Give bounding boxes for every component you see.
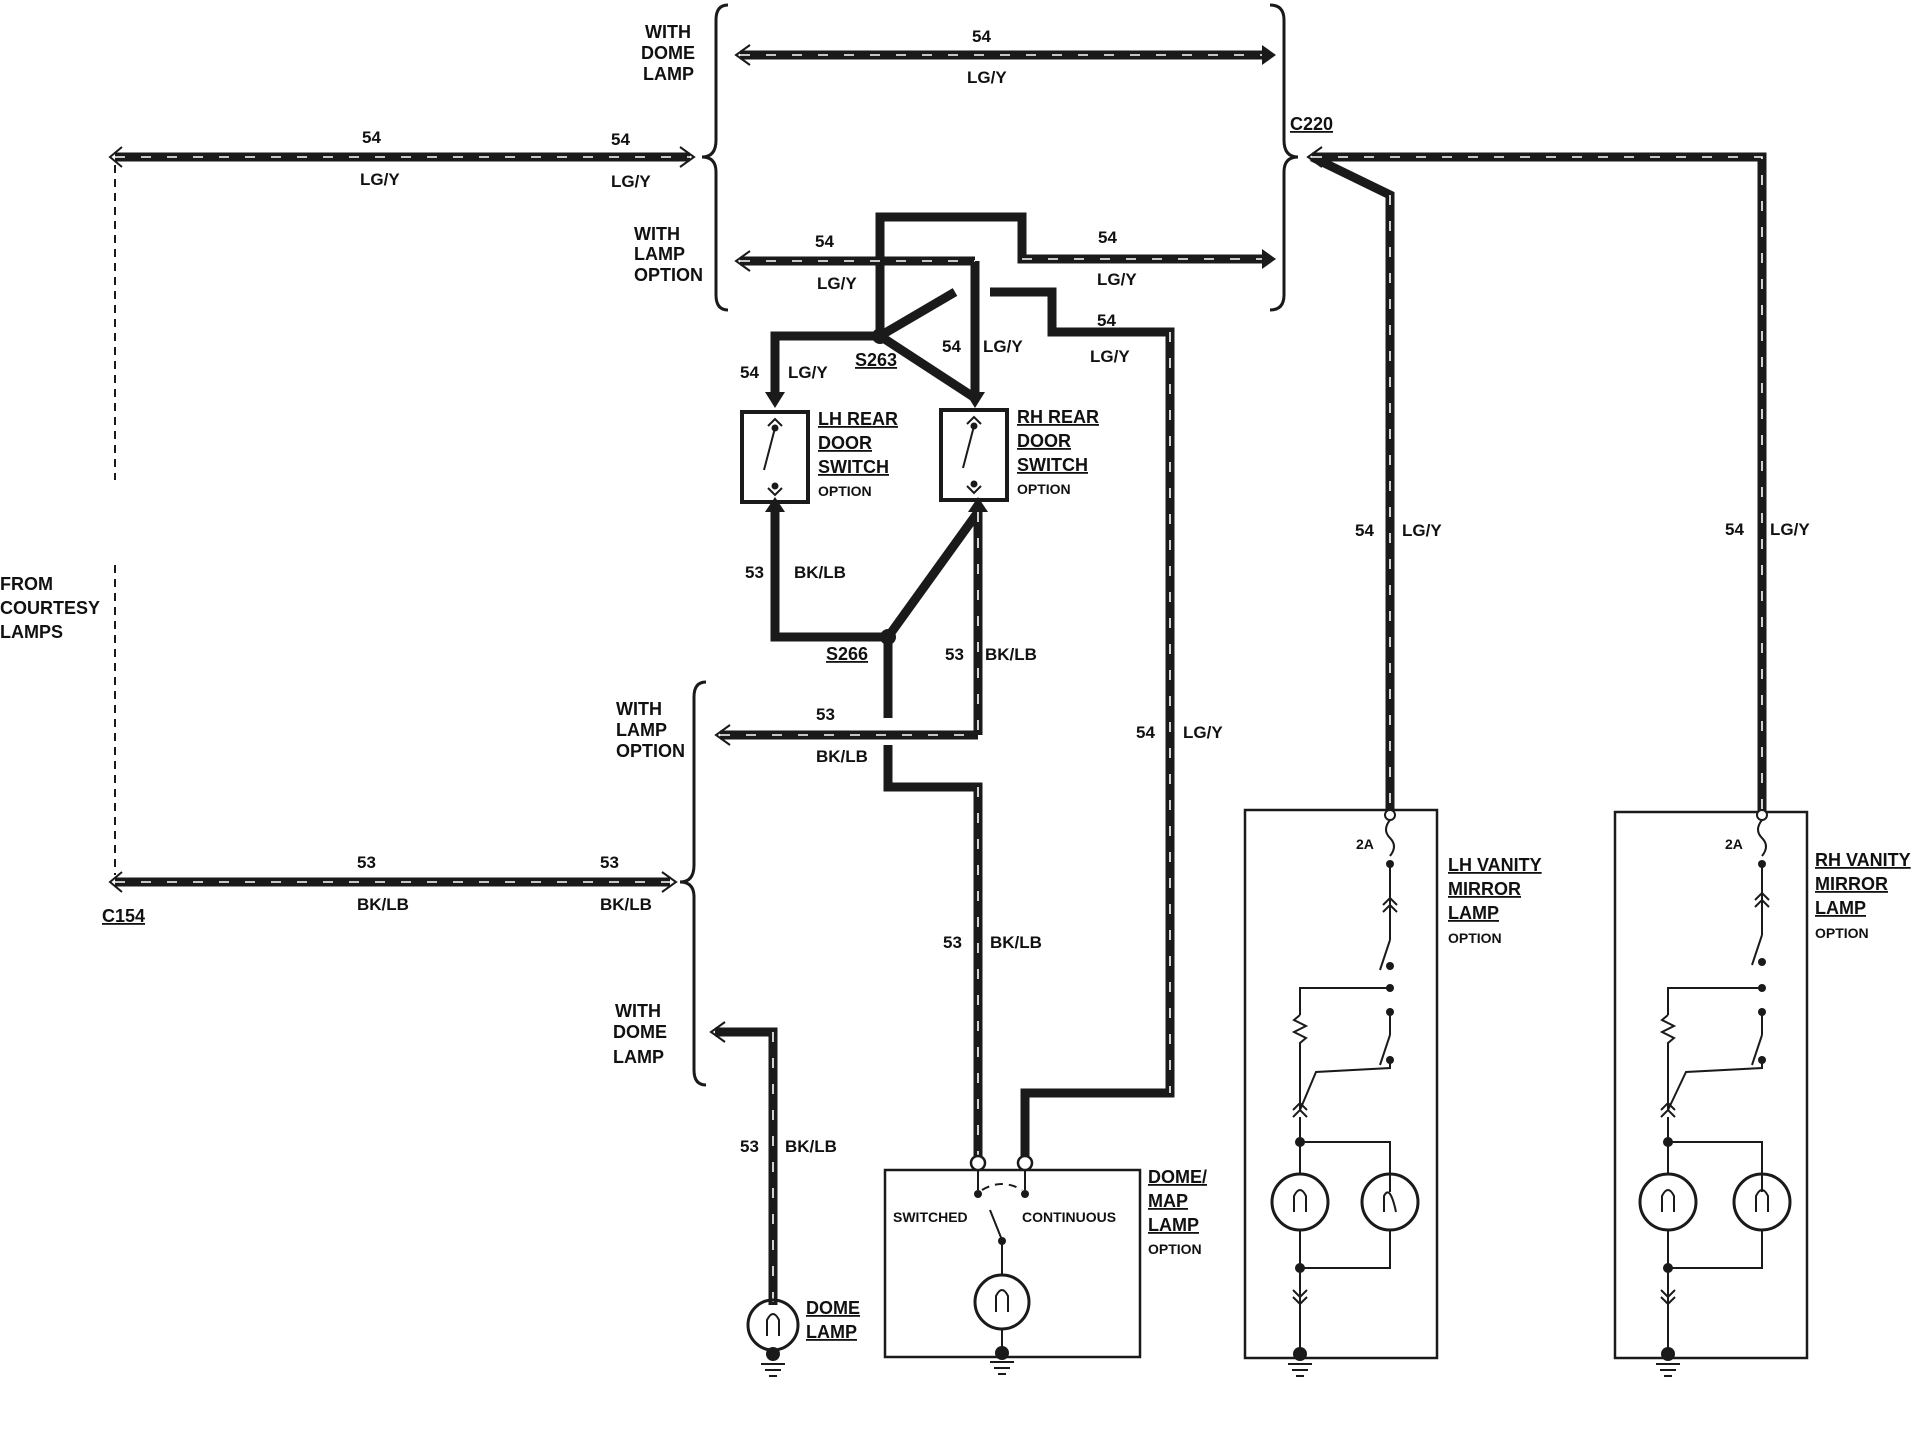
wire-num-54-lo-drop: 54 <box>1097 311 1116 330</box>
lh-vanity-label-2: MIRROR <box>1448 879 1521 899</box>
rh-vanity-label-2: MIRROR <box>1815 874 1888 894</box>
wire-hatching <box>115 54 1763 1305</box>
dome-map-lamp <box>883 1154 1142 1375</box>
wire-color-lgy-drop: LG/Y <box>1183 723 1223 742</box>
dome-lamp-label-1: DOME <box>806 1298 860 1318</box>
wire-num-54-rh-vanity: 54 <box>1725 520 1744 539</box>
wire-num-54-s263-right: 54 <box>942 337 961 356</box>
wire-arrows <box>108 44 1323 1043</box>
with-dome-lamp-bot-3: LAMP <box>613 1047 664 1067</box>
rh-vanity-mirror-lamp <box>1613 809 1809 1377</box>
wire-color-bklb-bl-a: BK/LB <box>357 895 409 914</box>
switched-label: SWITCHED <box>893 1209 968 1225</box>
wire-num-53-lo: 53 <box>816 705 835 724</box>
wires <box>115 50 1767 1305</box>
with-dome-lamp-top-1: WITH <box>645 22 691 42</box>
wire-color-lgy-s263-left: LG/Y <box>788 363 828 382</box>
dome-map-lamp-label-1: DOME/ <box>1148 1167 1207 1187</box>
with-dome-lamp-bot-1: WITH <box>615 1001 661 1021</box>
with-lamp-option-top-1: WITH <box>634 224 680 244</box>
wire-color-lgy-rh-vanity: LG/Y <box>1770 520 1810 539</box>
lh-rear-door-switch-label-3: SWITCH <box>818 457 889 477</box>
lh-vanity-option: OPTION <box>1448 930 1502 946</box>
dome-lamp-label-2: LAMP <box>806 1322 857 1342</box>
wire-color-bklb-lo: BK/LB <box>816 747 868 766</box>
wire-num-54-tl-b: 54 <box>611 130 630 149</box>
wire-color-bklb-lh-switch: BK/LB <box>794 563 846 582</box>
dome-map-lamp-label-3: LAMP <box>1148 1215 1199 1235</box>
lh-vanity-label-3: LAMP <box>1448 903 1499 923</box>
dome-map-lamp-label-2: MAP <box>1148 1191 1188 1211</box>
rh-vanity-option: OPTION <box>1815 925 1869 941</box>
wire-num-54-dome-top: 54 <box>972 27 991 46</box>
braces <box>679 3 1299 1087</box>
with-lamp-option-mid-2: LAMP <box>616 720 667 740</box>
rh-rear-door-switch-label-3: SWITCH <box>1017 455 1088 475</box>
wire-num-54-tl-a: 54 <box>362 128 381 147</box>
connector-c154-label: C154 <box>102 906 145 926</box>
with-lamp-option-mid-3: OPTION <box>616 741 685 761</box>
with-dome-lamp-bot-2: DOME <box>613 1022 667 1042</box>
splice-s266-dot <box>880 629 896 645</box>
wire-num-53-rh-switch: 53 <box>945 645 964 664</box>
with-dome-lamp-top-2: DOME <box>641 43 695 63</box>
wire-color-lgy-tl-a: LG/Y <box>360 170 400 189</box>
wire-color-bklb-bl-b: BK/LB <box>600 895 652 914</box>
lh-rear-door-switch-option: OPTION <box>818 483 872 499</box>
wire-num-54-lo-right: 54 <box>1098 228 1117 247</box>
wire-color-bklb-rh-switch: BK/LB <box>985 645 1037 664</box>
wire-num-53-lh-switch: 53 <box>745 563 764 582</box>
wire-color-lgy-lh-vanity: LG/Y <box>1402 521 1442 540</box>
from-courtesy-label-1: FROM <box>0 574 53 594</box>
wire-color-lgy-lo-right: LG/Y <box>1097 270 1137 289</box>
rh-vanity-label-1: RH VANITY <box>1815 850 1911 870</box>
wire-num-53-drop: 53 <box>943 933 962 952</box>
rh-vanity-fuse-rating: 2A <box>1725 836 1743 852</box>
lh-rear-door-switch <box>740 410 810 504</box>
wire-num-54-lo-left: 54 <box>815 232 834 251</box>
from-courtesy-label-2: COURTESY <box>0 598 100 618</box>
lh-vanity-mirror-lamp <box>1243 808 1439 1377</box>
with-lamp-option-top-2: LAMP <box>634 244 685 264</box>
wire-color-lgy-lo-drop: LG/Y <box>1090 347 1130 366</box>
splice-s266-label: S266 <box>826 644 868 664</box>
splice-s263-dot <box>872 328 888 344</box>
wire-num-53-dome: 53 <box>740 1137 759 1156</box>
lh-vanity-fuse-rating: 2A <box>1356 836 1374 852</box>
rh-rear-door-switch <box>939 408 1009 502</box>
rh-rear-door-switch-label-2: DOOR <box>1017 431 1071 451</box>
wire-num-53-bl-a: 53 <box>357 853 376 872</box>
wire-num-54-drop: 54 <box>1136 723 1155 742</box>
wire-color-lgy-s263-right: LG/Y <box>983 337 1023 356</box>
from-courtesy-label-3: LAMPS <box>0 622 63 642</box>
lh-rear-door-switch-label-2: DOOR <box>818 433 872 453</box>
wire-color-bklb-drop: BK/LB <box>990 933 1042 952</box>
with-dome-lamp-top-3: LAMP <box>643 64 694 84</box>
wire-color-lgy-lo-left: LG/Y <box>817 274 857 293</box>
with-lamp-option-top-3: OPTION <box>634 265 703 285</box>
wire-color-lgy-tl-b: LG/Y <box>611 172 651 191</box>
wire-color-lgy-dome-top: LG/Y <box>967 68 1007 87</box>
dome-lamp <box>746 1298 800 1377</box>
lh-vanity-label-1: LH VANITY <box>1448 855 1542 875</box>
rh-rear-door-switch-label-1: RH REAR <box>1017 407 1099 427</box>
wire-num-53-bl-b: 53 <box>600 853 619 872</box>
rh-vanity-label-3: LAMP <box>1815 898 1866 918</box>
wire-num-54-s263-left: 54 <box>740 363 759 382</box>
connector-c220-label: C220 <box>1290 114 1333 134</box>
wire-num-54-lh-vanity: 54 <box>1355 521 1374 540</box>
with-lamp-option-mid-1: WITH <box>616 699 662 719</box>
continuous-label: CONTINUOUS <box>1022 1209 1116 1225</box>
wire-color-bklb-dome: BK/LB <box>785 1137 837 1156</box>
lh-rear-door-switch-label-1: LH REAR <box>818 409 898 429</box>
splice-s263-label: S263 <box>855 350 897 370</box>
rh-rear-door-switch-option: OPTION <box>1017 481 1071 497</box>
dome-map-lamp-option: OPTION <box>1148 1241 1202 1257</box>
